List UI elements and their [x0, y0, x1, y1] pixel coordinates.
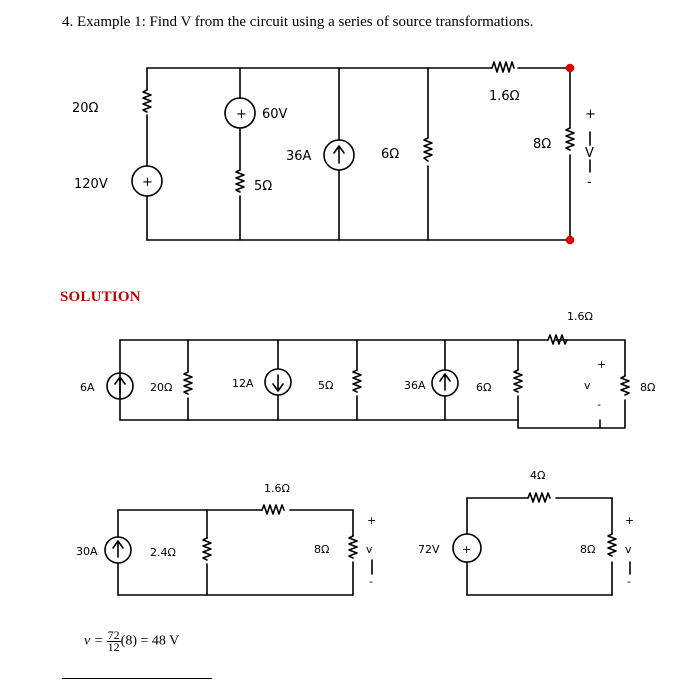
resistor-20-ohm: [142, 89, 152, 113]
resistor-8-ohm: [607, 533, 617, 557]
label-r16: 1.6Ω: [489, 89, 520, 104]
label-r5: 5Ω: [254, 179, 272, 194]
label-v: v: [625, 543, 632, 556]
label-i36: 36A: [286, 149, 312, 164]
label-v60-sign: +: [236, 107, 247, 122]
label-v72-plus: +: [462, 543, 471, 556]
resistor-6-ohm: [513, 369, 523, 393]
problem-statement: 4. Example 1: Find V from the circuit us…: [62, 14, 534, 30]
label-r8: 8Ω: [314, 543, 329, 556]
voltage-source-72v: [452, 533, 482, 563]
circuit-1: [131, 61, 591, 245]
label-v-plus: +: [585, 107, 596, 122]
resistor-1-6-ohm: [547, 334, 568, 345]
label-r6: 6Ω: [476, 381, 491, 394]
label-r4: 4Ω: [530, 469, 545, 482]
current-source-12a: [264, 368, 292, 396]
current-source-36a: [323, 139, 355, 171]
label-r8: 8Ω: [640, 381, 655, 394]
label-plus: +: [367, 514, 376, 527]
label-r20: 20Ω: [150, 381, 172, 394]
label-i36: 36A: [404, 379, 426, 392]
current-source-30a: [104, 536, 132, 564]
resistor-20-ohm: [183, 371, 193, 395]
equation-denominator: 12: [107, 640, 120, 654]
label-v: v: [366, 543, 373, 556]
label-minus: -: [627, 575, 631, 588]
label-r24: 2.4Ω: [150, 546, 176, 559]
current-source-36a: [431, 369, 459, 397]
label-v120-plus: +: [142, 175, 153, 190]
resistor-2-4-ohm: [202, 537, 212, 561]
equation-lhs: v =: [84, 633, 104, 649]
label-v60: 60V: [262, 107, 288, 122]
resistor-8-ohm: [348, 535, 358, 559]
current-source-6a: [106, 372, 134, 400]
voltage-source-120v: [131, 165, 163, 197]
label-v: v: [584, 379, 591, 392]
label-r16: 1.6Ω: [264, 482, 290, 495]
label-vout: V: [585, 146, 594, 161]
label-i30: 30A: [76, 545, 98, 558]
resistor-6-ohm: [423, 137, 433, 162]
equation-numerator: 72: [106, 628, 121, 642]
circuit-3: [104, 504, 373, 596]
label-minus: -: [597, 398, 601, 411]
resistor-5-ohm: [352, 369, 362, 393]
circuit-4: [452, 492, 631, 596]
voltage-source-60v: [224, 97, 256, 129]
solution-heading: SOLUTION: [60, 289, 141, 305]
label-r8: 8Ω: [580, 543, 595, 556]
node-dot-bottom: [565, 235, 575, 245]
label-v72: 72V: [418, 543, 440, 556]
label-v120: 120V: [74, 177, 108, 192]
equation-rhs: (8) = 48 V: [120, 633, 180, 649]
label-r20: 20Ω: [72, 101, 99, 116]
final-equation: v = 72 12 (8) = 48 V: [84, 628, 180, 654]
resistor-1-6-ohm: [491, 61, 515, 73]
label-r6: 6Ω: [381, 147, 399, 162]
resistor-1-6-ohm: [261, 504, 285, 515]
label-r8: 8Ω: [533, 137, 551, 152]
circuit-2: [106, 334, 630, 429]
equation-fraction: 72 12: [106, 628, 121, 654]
answer-underline: [62, 678, 212, 679]
node-dot-top: [565, 63, 575, 73]
label-v-minus: -: [587, 175, 592, 190]
resistor-5-ohm: [235, 169, 245, 193]
label-r5: 5Ω: [318, 379, 333, 392]
label-r16: 1.6Ω: [567, 310, 593, 323]
resistor-4-ohm: [527, 492, 551, 503]
resistor-8-ohm: [565, 127, 575, 151]
label-i12: 12A: [232, 377, 254, 390]
label-plus: +: [597, 358, 606, 371]
label-plus: +: [625, 514, 634, 527]
label-minus: -: [369, 575, 373, 588]
label-i6: 6A: [80, 381, 95, 394]
resistor-8-ohm: [620, 375, 630, 396]
